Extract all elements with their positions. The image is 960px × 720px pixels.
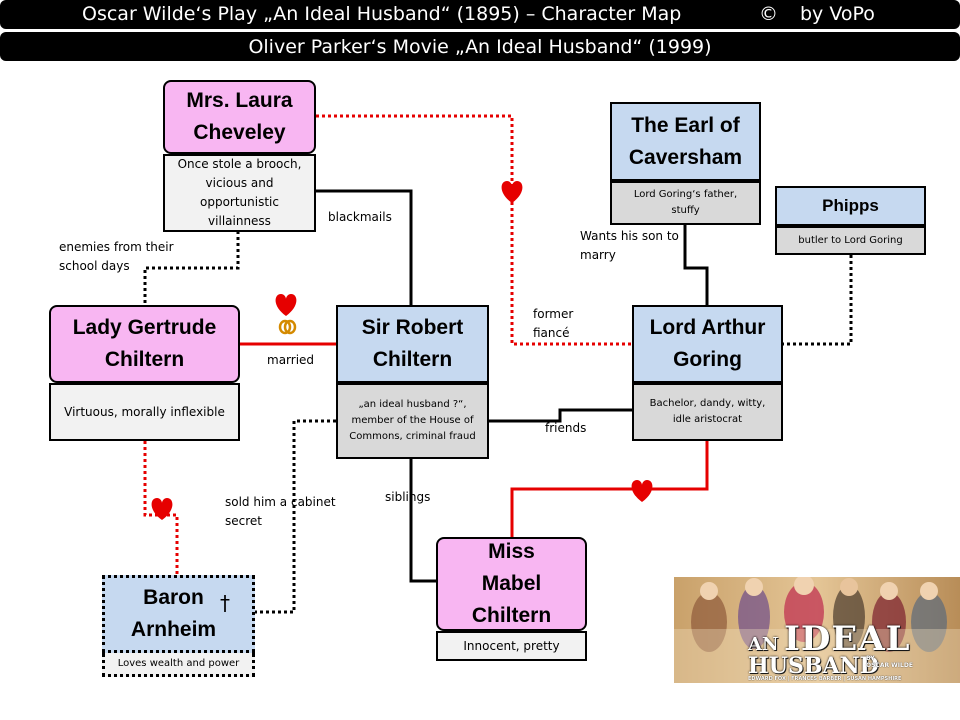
label-rings: O: [281, 318, 293, 337]
heart-icon: [275, 294, 297, 316]
caversham-description: Lord Goring‘s father, stuffy: [610, 181, 761, 225]
sold-secret-line: [255, 419, 336, 614]
enemies-line: [143, 231, 240, 305]
arnheim-description: Loves wealth and power: [102, 653, 255, 677]
label-blackmails: blackmails: [328, 210, 392, 224]
phipps-description: butler to Lord Goring: [775, 226, 926, 255]
title-banner: Oscar Wilde‘s Play „An Ideal Husband“ (1…: [0, 0, 960, 29]
cheveley-name: Mrs. Laura Cheveley: [186, 89, 293, 144]
page-subtitle: Oliver Parker‘s Movie „An Ideal Husband“…: [248, 35, 712, 58]
poster-cast: EDWARD FOX | FRANCES BARBER | SUSAN HAMP…: [748, 676, 902, 682]
poster-byline: BY OSCAR WILDE: [866, 655, 913, 669]
label-sold-secret: sold him a cabinet secret: [225, 495, 336, 528]
label-friends: friends: [545, 421, 587, 435]
robert-description: „an ideal husband ?“, member of the Hous…: [336, 383, 489, 459]
character-arnheim: Baron Arnheim: [102, 575, 255, 653]
character-phipps: Phipps: [775, 186, 926, 226]
heart-icon: [631, 480, 653, 502]
character-goring: Lord Arthur Goring: [632, 305, 783, 383]
poster-title-2: HUSBAND: [748, 653, 879, 679]
label-enemies: enemies from their school days: [59, 240, 174, 273]
goring-name: Lord Arthur Goring: [649, 316, 766, 371]
arnheim-name: Baron Arnheim: [130, 586, 217, 641]
heart-icon: [151, 498, 173, 520]
siblings-line: [409, 459, 436, 583]
dagger-cross-icon: †: [220, 591, 230, 615]
wedding-rings-icon: [278, 319, 297, 335]
friends-line: [489, 408, 632, 423]
character-cheveley: Mrs. Laura Cheveley: [163, 80, 316, 154]
character-mabel: Miss Mabel Chiltern: [436, 537, 587, 631]
character-gertrude: Lady Gertrude Chiltern: [49, 305, 240, 383]
phipps-goring-line: [783, 255, 853, 346]
phipps-name: Phipps: [822, 196, 879, 215]
poster-artwork: [674, 577, 960, 683]
wants-son-line: [683, 225, 709, 305]
movie-poster-image: AN IDEAL HUSBAND BY OSCAR WILDE EDWARD F…: [674, 577, 960, 683]
former-fiance-line: [316, 114, 632, 346]
blackmails-line: [316, 189, 413, 305]
subtitle-banner: Oliver Parker‘s Movie „An Ideal Husband“…: [0, 32, 960, 61]
copyright-symbol: ©: [759, 3, 778, 25]
gertrude-description: Virtuous, morally inflexible: [49, 383, 240, 441]
goring-mabel-line: [510, 441, 709, 537]
label-wants-son: Wants his son to marry: [580, 229, 679, 262]
page-title: Oscar Wilde‘s Play „An Ideal Husband“ (1…: [82, 3, 682, 25]
character-robert: Sir Robert Chiltern: [336, 305, 489, 383]
cheveley-description: Once stole a brooch, vicious and opportu…: [163, 154, 316, 232]
mabel-description: Innocent, pretty: [436, 631, 587, 661]
heart-icon: [501, 181, 523, 203]
robert-name: Sir Robert Chiltern: [361, 316, 464, 371]
goring-description: Bachelor, dandy, witty, idle aristocrat: [632, 383, 783, 441]
label-siblings: siblings: [385, 490, 431, 504]
label-married: married: [267, 353, 315, 367]
gertrude-name: Lady Gertrude Chiltern: [72, 316, 217, 371]
label-former-fiance: former fiancé: [533, 307, 574, 340]
caversham-name: The Earl of Caversham: [628, 113, 743, 169]
author-credit: by VoPo: [800, 3, 875, 25]
mabel-name: Miss Mabel Chiltern: [471, 540, 552, 627]
character-caversham: The Earl of Caversham: [610, 102, 761, 181]
poster-title: AN IDEAL: [748, 619, 911, 659]
